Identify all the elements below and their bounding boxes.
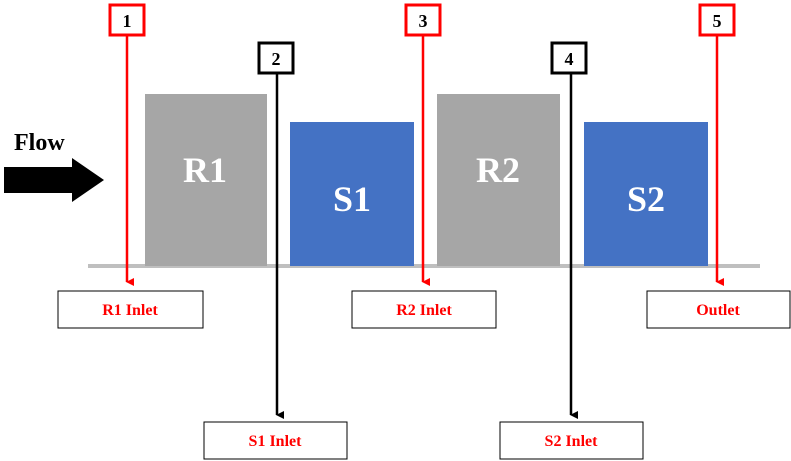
station-3-number: 3 [419,11,428,31]
station-2-label-box [203,421,348,460]
station-2-marker [257,41,295,75]
block-r2-label: R2 [476,150,520,190]
flow-label: Flow [14,130,65,156]
station-1-label-box [57,290,204,329]
block-r1 [145,94,267,266]
station-1-number: 1 [123,11,132,31]
station-5-number: 5 [713,11,722,31]
block-s1 [290,122,414,266]
station-4-label: S2 Inlet [545,433,599,450]
station-4-label-box [499,421,644,460]
station-4-number: 4 [565,49,574,69]
station-3-marker [404,3,442,37]
block-s2-label: S2 [627,179,665,219]
block-s2 [584,122,708,266]
station-1-label: R1 Inlet [102,302,158,319]
station-4-marker [550,41,588,75]
station-5-label-box [646,290,791,329]
station-3-label: R2 Inlet [396,302,452,319]
block-s1-label: S1 [333,179,371,219]
station-5-label: Outlet [696,302,740,319]
station-1-marker [108,3,146,37]
block-r2 [437,94,560,266]
flow-arrow-icon [4,158,104,202]
station-3-label-box [351,290,497,329]
station-2-label: S1 Inlet [249,433,303,450]
station-5-marker [698,3,736,37]
block-r1-label: R1 [183,150,227,190]
station-2-number: 2 [272,49,281,69]
